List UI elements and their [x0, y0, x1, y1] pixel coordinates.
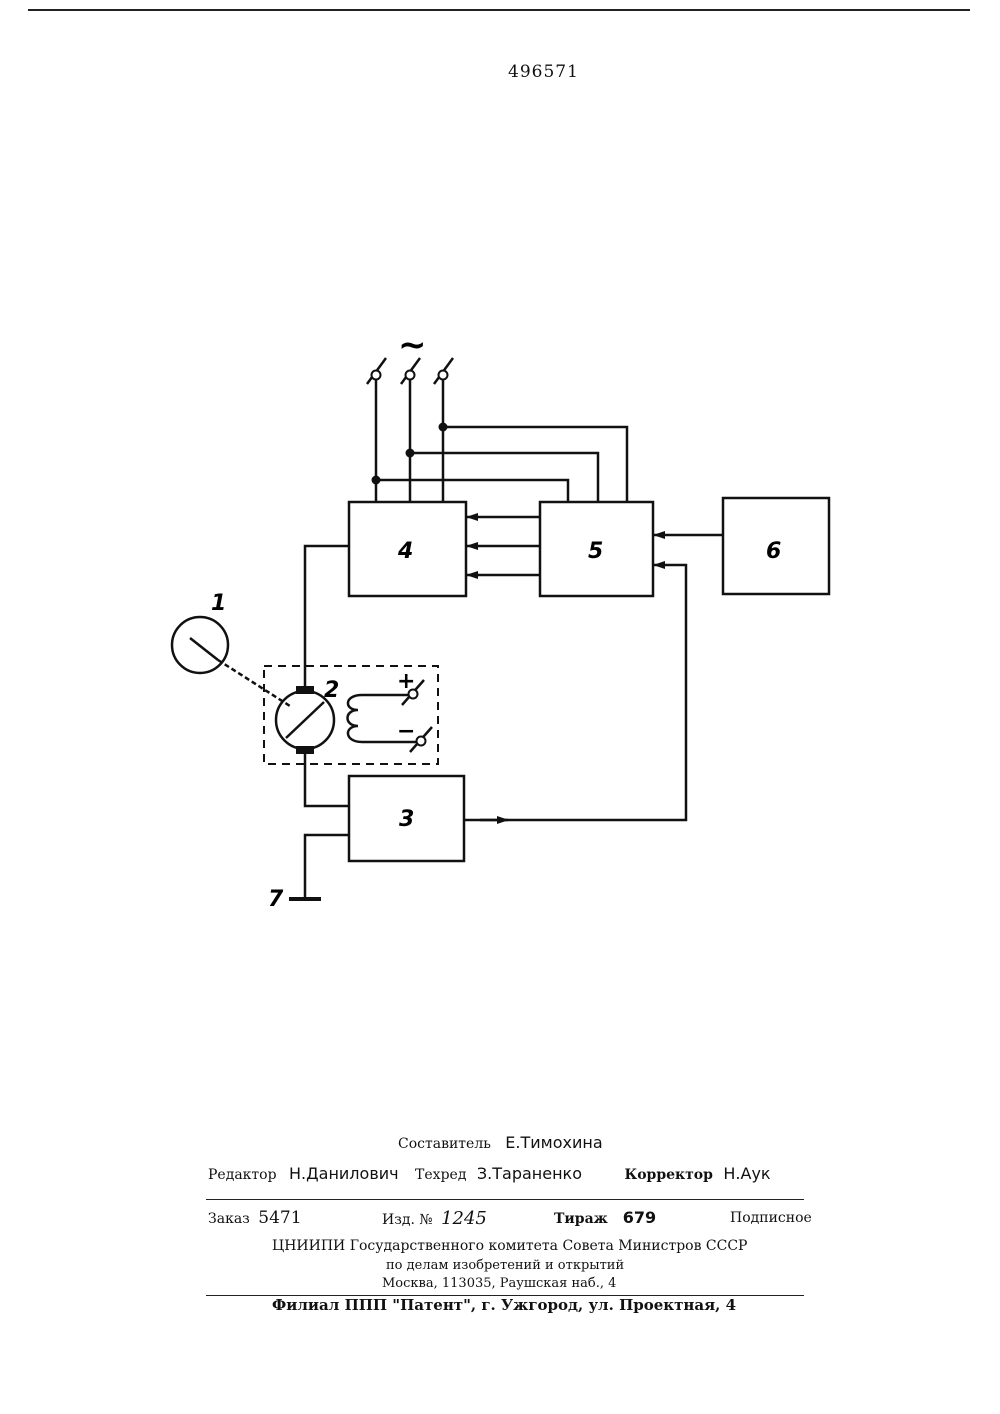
order-label: Заказ	[208, 1211, 250, 1227]
label-5: 5	[588, 539, 603, 564]
label-2: 2	[324, 678, 339, 703]
compiler-label: Составитель	[398, 1136, 491, 1152]
divider-top	[206, 1199, 804, 1200]
compiler-row: Составитель Е.Тимохина	[398, 1133, 603, 1152]
label-7: 7	[268, 887, 284, 912]
staff-row: Редактор Н.Данилович Техред З.Тараненко …	[208, 1164, 771, 1183]
label-4: 4	[397, 539, 413, 564]
minus-symbol: −	[397, 719, 415, 744]
print-value: 679	[623, 1208, 656, 1227]
tap-line-a	[376, 480, 568, 502]
label-1: 1	[211, 591, 226, 616]
subscription-text: Подписное	[730, 1210, 812, 1226]
org-line-3: Москва, 113035, Раушская наб., 4	[382, 1276, 616, 1291]
org-line-2: по делам изобретений и открытий	[386, 1258, 624, 1273]
editor-label: Редактор	[208, 1167, 277, 1183]
junction-c	[439, 423, 448, 432]
junction-a	[372, 476, 381, 485]
indicator-needle	[190, 638, 218, 660]
terminal-c	[439, 371, 448, 380]
circuit-diagram: 4 5 6 3 1 2 7 ~ + −	[0, 0, 1000, 1000]
field-winding	[348, 695, 363, 742]
label-3: 3	[399, 807, 414, 832]
terminal-minus	[417, 737, 426, 746]
issue-group: Изд. № 1245	[382, 1208, 487, 1229]
org-line-1: ЦНИИПИ Государственного комитета Совета …	[272, 1238, 747, 1254]
motor-brush-top	[296, 686, 314, 694]
print-label: Тираж	[554, 1211, 608, 1227]
compiler-name: Е.Тимохина	[505, 1133, 602, 1152]
motor-brush-bottom	[296, 746, 314, 754]
label-6: 6	[766, 539, 781, 564]
tap-line-c	[443, 427, 627, 502]
corrector-name: Н.Аук	[723, 1164, 770, 1183]
plus-symbol: +	[397, 669, 415, 694]
order-value: 5471	[258, 1208, 301, 1228]
editor-name: Н.Данилович	[289, 1164, 399, 1183]
techred-name: З.Тараненко	[477, 1164, 582, 1183]
print-group: Тираж 679	[554, 1208, 656, 1227]
issue-value: 1245	[441, 1208, 487, 1229]
feedback-line	[464, 565, 686, 820]
corrector-label: Корректор	[624, 1167, 712, 1183]
ac-symbol: ~	[398, 325, 427, 365]
ground-wire	[305, 835, 349, 898]
issue-label: Изд. №	[382, 1212, 433, 1228]
techred-label: Техред	[415, 1167, 466, 1183]
branch-line: Филиал ППП "Патент", г. Ужгород, ул. Про…	[272, 1296, 736, 1314]
tap-line-b	[410, 453, 598, 502]
terminal-b	[406, 371, 415, 380]
order-group: Заказ 5471	[208, 1208, 302, 1228]
wire-motor-3	[305, 752, 349, 806]
terminal-a	[372, 371, 381, 380]
junction-b	[406, 449, 415, 458]
motor-rotor-mark	[286, 702, 324, 738]
